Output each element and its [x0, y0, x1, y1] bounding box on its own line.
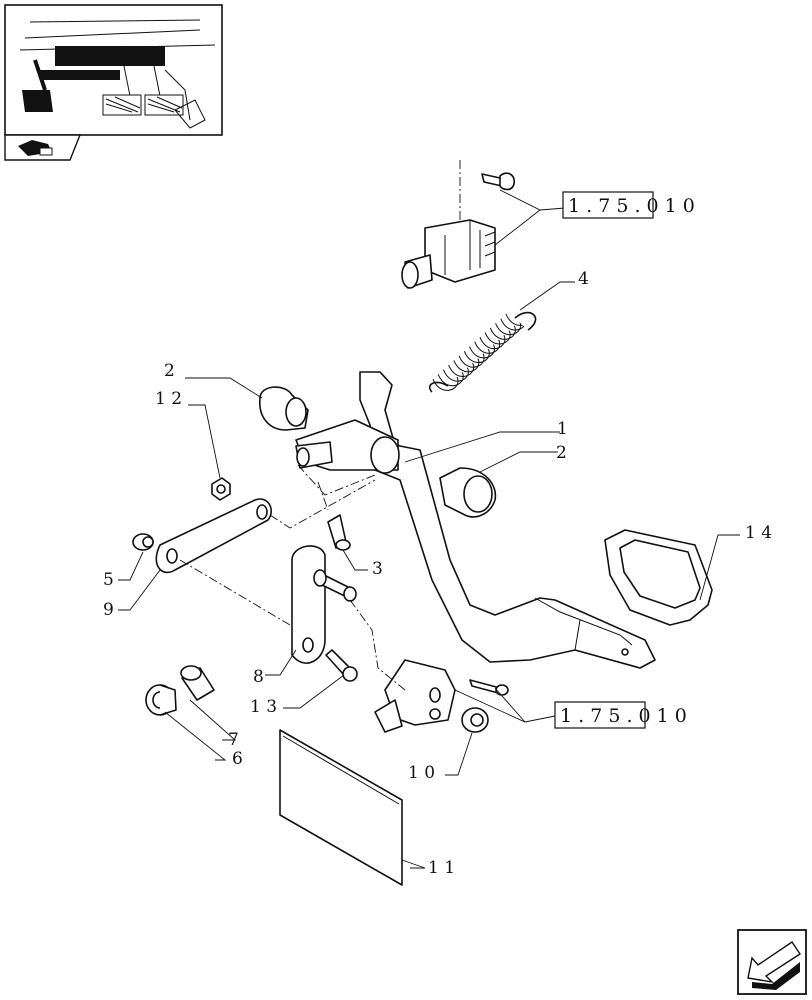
spacer-7: [180, 665, 215, 701]
clutch-pedal-lever: [295, 371, 656, 669]
clevis-fork: [374, 659, 556, 733]
reference-box-top[interactable]: 1 . 7 5 . 0 1 0: [562, 191, 695, 219]
reference-label: 1 . 7 5 . 0 1 0: [560, 705, 687, 727]
pedal-pad: [604, 529, 713, 626]
pedal-bracket: [291, 545, 357, 664]
washer: [132, 533, 154, 551]
callout-4: 4: [578, 269, 589, 289]
bolt-13: [325, 649, 358, 682]
reference-label: 1 . 7 5 . 0 1 0: [568, 195, 695, 217]
next-page-arrow-icon[interactable]: [737, 929, 807, 995]
callout-14: 1 4: [745, 523, 772, 543]
reference-box-bottom[interactable]: 1 . 7 5 . 0 1 0: [554, 701, 687, 729]
callout-2: 2: [556, 443, 567, 463]
callout-9: 9: [103, 600, 114, 620]
callout-10: 1 0: [408, 763, 435, 783]
callout-7: 7: [228, 730, 239, 750]
pivot-pin-6: [145, 684, 177, 716]
bushing-upper: [259, 386, 309, 431]
callout-3: 3: [372, 559, 383, 579]
retaining-clip: [461, 707, 489, 733]
callout-5: 5: [103, 570, 114, 590]
callout-1: 1: [557, 419, 568, 439]
lock-nut: [211, 477, 231, 501]
instruction-plate: [279, 729, 403, 886]
return-spring: [428, 281, 575, 393]
linkage-rod: [155, 498, 272, 574]
bolt-3: [327, 514, 351, 551]
callout-8: 8: [253, 667, 264, 687]
brake-light-switch: [401, 160, 566, 289]
callout-2: 2: [164, 361, 175, 381]
callout-11: 1 1: [428, 858, 455, 878]
bushing-lower: [439, 467, 497, 518]
callout-6: 6: [232, 749, 243, 769]
callout-12: 1 2: [155, 389, 182, 409]
callout-13: 1 3: [250, 697, 277, 717]
tractor-tab-icon[interactable]: [4, 134, 82, 161]
pedal-location-thumbnail[interactable]: [4, 4, 223, 136]
